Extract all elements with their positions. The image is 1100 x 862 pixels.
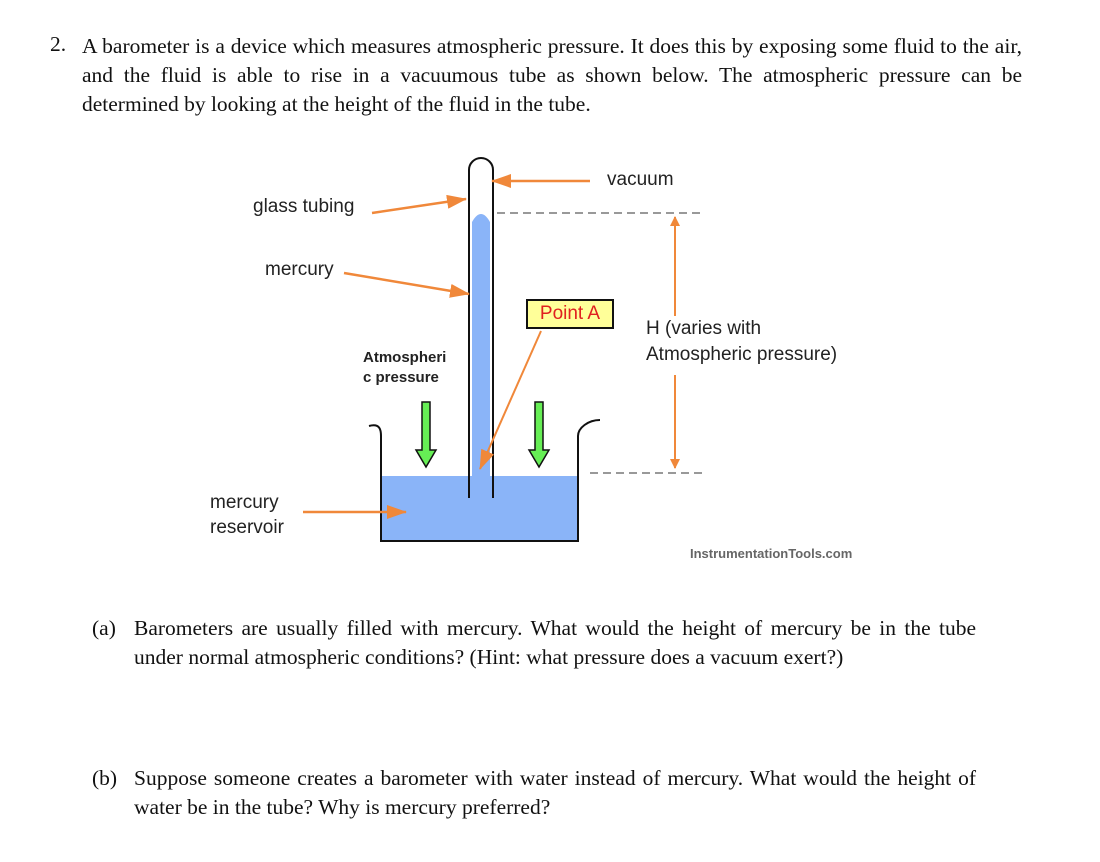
mercury-arrow [343, 271, 470, 298]
point-a-label: Point A [526, 299, 614, 329]
reservoir-wall [368, 419, 601, 542]
glass-tubing-arrow [371, 194, 467, 215]
watermark: InstrumentationTools.com [690, 546, 853, 561]
mercury-label: mercury [265, 259, 334, 280]
atm-pressure-label-line1: Atmospheri [363, 349, 447, 366]
glass-tubing-label: glass tubing [253, 196, 355, 217]
question-text: A barometer is a device which measures a… [82, 34, 1022, 116]
reservoir-label-line2: reservoir [210, 517, 284, 538]
point-a-arrow [479, 330, 542, 470]
tube-mercury [472, 214, 490, 498]
atm-pressure-arrow-right [527, 401, 551, 469]
part-b-text: Suppose someone creates a barometer with… [134, 766, 976, 819]
part-a-text: Barometers are usually filled with mercu… [134, 616, 976, 669]
reservoir-label-line1: mercury [210, 492, 279, 513]
glass-tube [468, 157, 494, 498]
vacuum-label: vacuum [607, 169, 674, 190]
part-a-label: (a) [92, 616, 116, 640]
question-number: 2. [50, 32, 67, 56]
h-label-line2: Atmospheric pressure) [646, 344, 838, 365]
h-label-line1: H (varies with [646, 318, 762, 339]
atm-pressure-label-line2: c pressure [363, 369, 439, 386]
atm-pressure-arrow-left [414, 401, 438, 469]
part-b-label: (b) [92, 766, 118, 790]
